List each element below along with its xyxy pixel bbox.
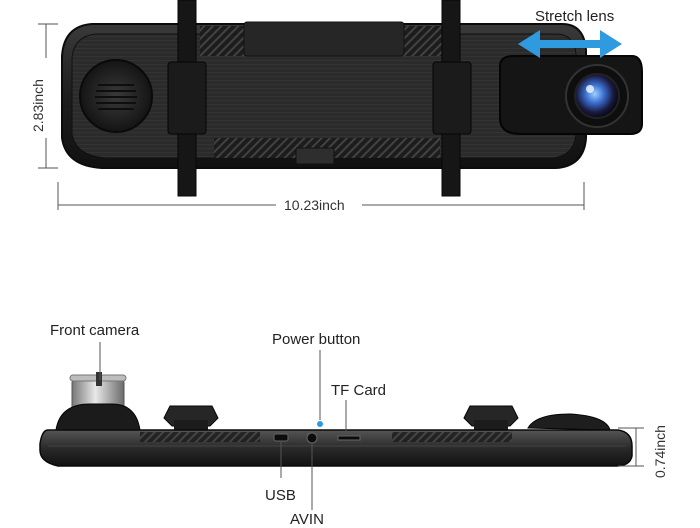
stretch-lens-label: Stretch lens	[535, 8, 615, 25]
usb-port-icon	[273, 433, 289, 442]
callout-lines	[99, 342, 347, 510]
mirror-side-view	[39, 372, 633, 467]
height-dimension-label: 2.83inch	[30, 79, 46, 132]
power-button-label: Power button	[272, 331, 361, 348]
stretch-arrow-icon	[518, 30, 622, 58]
width-dimension-line	[57, 182, 585, 210]
mirror-top-view	[61, 0, 643, 197]
height-dimension-line	[38, 23, 58, 169]
tf-card-slot-icon	[337, 435, 361, 441]
power-button-indicator-icon	[317, 421, 323, 427]
thickness-dimension-label: 0.74inch	[652, 425, 668, 478]
tf-card-label: TF Card	[331, 382, 387, 399]
width-dimension-label: 10.23inch	[284, 197, 345, 213]
front-camera-label: Front camera	[50, 322, 140, 339]
av-in-label: AVIN	[290, 511, 324, 528]
av-in-port-icon	[306, 432, 318, 444]
usb-label: USB	[265, 487, 296, 504]
thickness-dimension-line	[618, 427, 644, 467]
